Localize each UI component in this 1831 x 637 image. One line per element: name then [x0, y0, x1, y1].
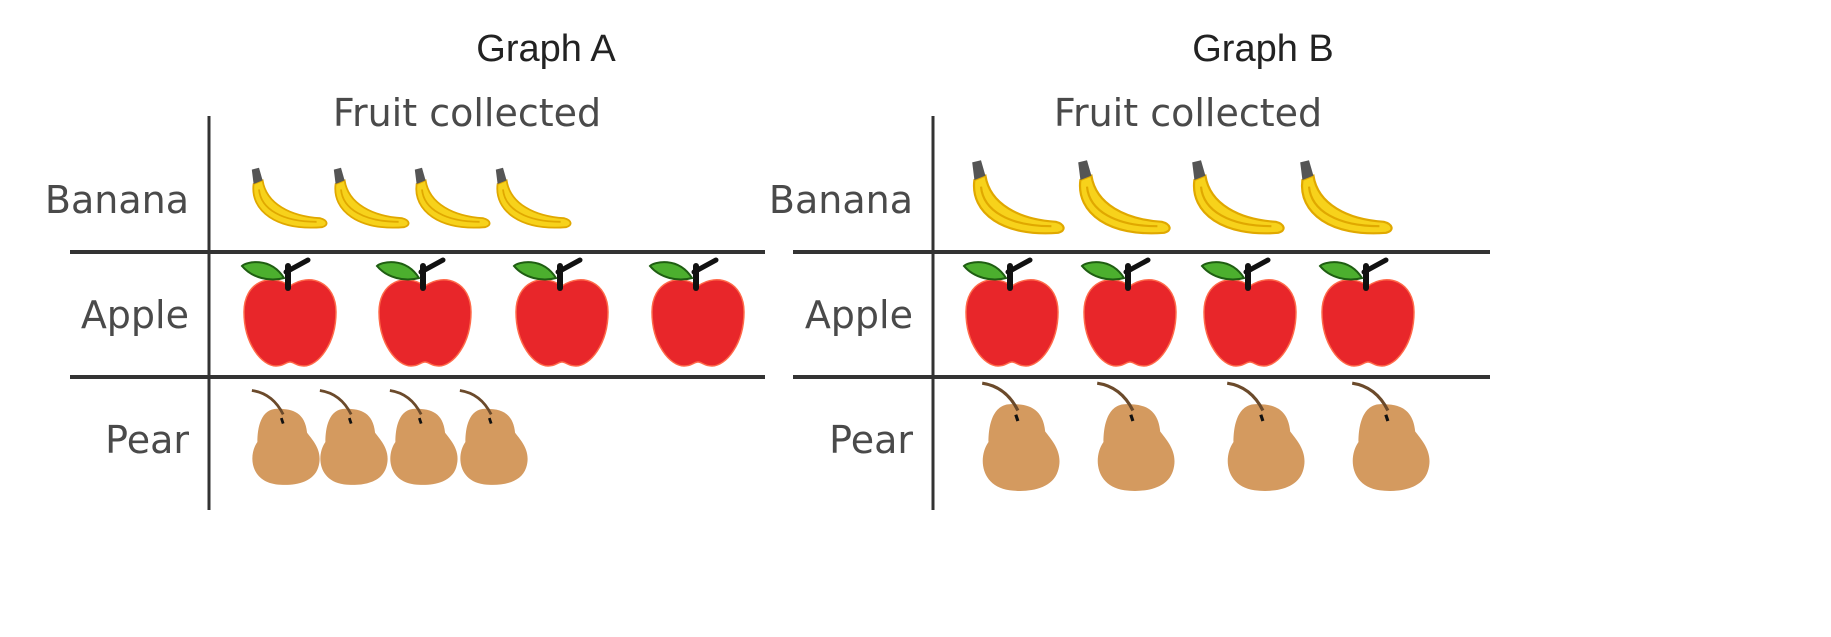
pear-icon [459, 389, 528, 485]
apple-icon [375, 257, 472, 367]
graph-a-title: Graph A [476, 28, 616, 70]
row-label-banana: Banana [45, 178, 189, 222]
graph-b-title: Graph B [1192, 28, 1334, 70]
apple-icon [648, 257, 745, 367]
banana-icon [1192, 160, 1285, 235]
chart-subtitle: Fruit collected [1054, 91, 1322, 135]
pear-icon [251, 389, 320, 485]
row-label-apple: Apple [805, 293, 913, 337]
apple-icon [1200, 257, 1297, 367]
pear-icon [319, 389, 388, 485]
apple-icon [1080, 257, 1177, 367]
banana-icon [414, 167, 491, 229]
banana-icon [1078, 160, 1171, 235]
apple-icon [512, 257, 609, 367]
apple-icon [240, 257, 337, 367]
banana-icon [251, 167, 328, 229]
row-label-banana: Banana [769, 178, 913, 222]
row-label-pear: Pear [105, 418, 189, 462]
row-label-apple: Apple [81, 293, 189, 337]
apple-icon [962, 257, 1059, 367]
banana-icon [972, 160, 1065, 235]
banana-icon [495, 167, 572, 229]
row-label-pear: Pear [829, 418, 913, 462]
pear-icon [1226, 381, 1305, 491]
apple-icon [1318, 257, 1415, 367]
pear-icon [1096, 381, 1175, 491]
pear-icon [981, 381, 1060, 491]
chart-subtitle: Fruit collected [333, 91, 601, 135]
pear-icon [1351, 381, 1430, 491]
pear-icon [389, 389, 458, 485]
banana-icon [333, 167, 410, 229]
banana-icon [1300, 160, 1393, 235]
